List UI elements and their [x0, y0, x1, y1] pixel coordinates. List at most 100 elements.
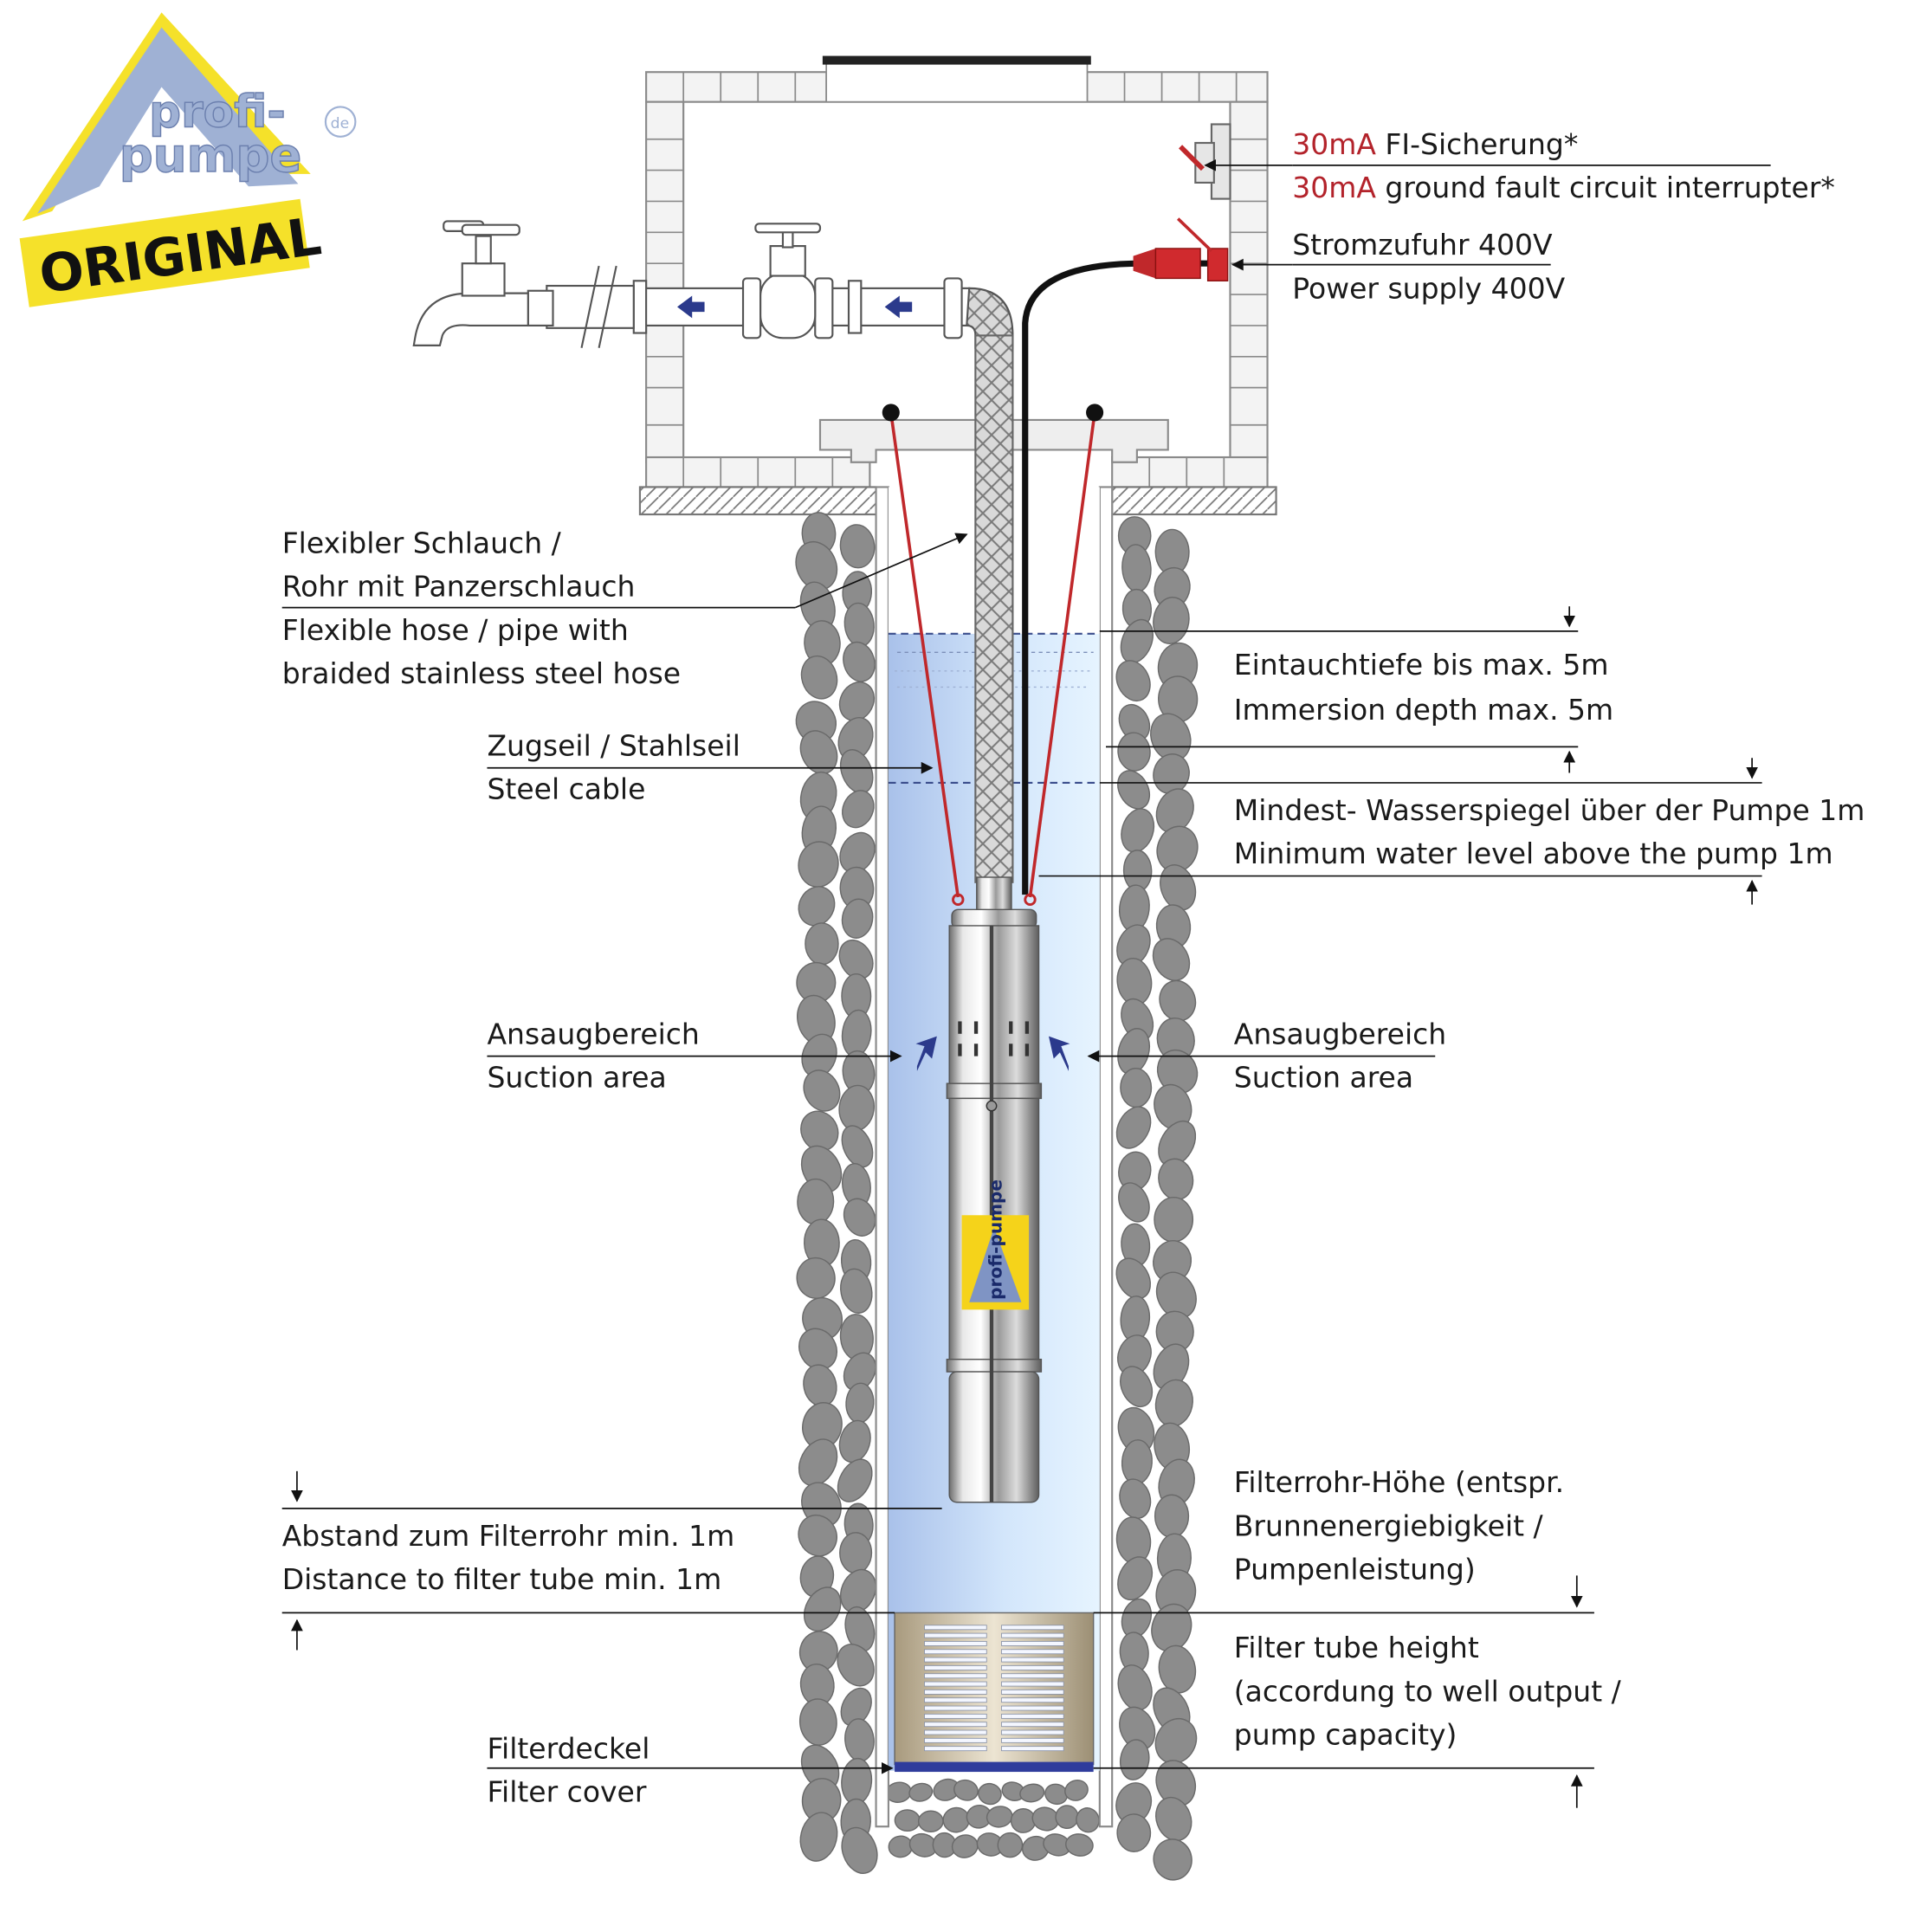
gravel-stone — [841, 1757, 873, 1806]
filter-slot — [1001, 1713, 1064, 1719]
tap-icon — [412, 220, 529, 346]
filter-slot — [1001, 1746, 1064, 1752]
gravel-stone — [1065, 1833, 1094, 1857]
logo-roof — [37, 27, 299, 214]
logo: profi- pumpe de ORIGINAL — [19, 12, 357, 307]
steel-cables — [882, 404, 1104, 906]
filter-slot — [924, 1737, 987, 1743]
filter-slot — [924, 1649, 987, 1655]
gravel-stone — [908, 1782, 934, 1802]
gravel-stone — [1156, 1050, 1199, 1095]
filter-slot — [924, 1713, 987, 1719]
minlevel-label-en: Minimum water level above the pump 1m — [1234, 837, 1833, 870]
filter-slot — [924, 1705, 987, 1711]
arrow-up-diagonal-icon — [1049, 1036, 1070, 1071]
gravel-stone — [1154, 1196, 1194, 1243]
filterheight-label-de-3: Pumpenleistung) — [1234, 1553, 1476, 1586]
gravel-stone — [798, 1328, 838, 1371]
filter-slot — [1001, 1722, 1064, 1728]
power-label-en: Power supply 400V — [1292, 271, 1565, 305]
gravel-stone — [841, 1125, 874, 1168]
gravel-left — [795, 512, 878, 1874]
filter-slot — [924, 1689, 987, 1695]
gravel-stone — [838, 939, 874, 980]
gravel-stone — [799, 1812, 838, 1862]
valve-icon — [754, 223, 822, 339]
gravel-stone — [1118, 1182, 1150, 1223]
gravel-stone — [1064, 1779, 1089, 1801]
gravel-stone — [1154, 1494, 1190, 1539]
logo-domain-badge — [324, 106, 357, 138]
fi-label-de: 30mA FI-Sicherung* — [1292, 127, 1578, 161]
logo-brand-line2: pumpe — [120, 127, 302, 183]
gravel-stone — [840, 1687, 872, 1727]
gravel-stone — [837, 1644, 875, 1687]
filter-slot — [924, 1640, 987, 1646]
filterheight-label-de-2: Brunnenergiebigkeit / — [1234, 1509, 1544, 1542]
gravel-stone — [841, 1826, 878, 1874]
distance-label-en: Distance to filter tube min. 1m — [282, 1562, 722, 1596]
gravel-stone — [1158, 1644, 1197, 1694]
filter-cover — [895, 1761, 1094, 1773]
logo-badge: ORIGINAL — [19, 198, 325, 307]
suction-left-label-en: Suction area — [487, 1060, 666, 1094]
gravel-stone — [1153, 753, 1190, 795]
immersion-label-de: Eintauchtiefe bis max. 5m — [1234, 648, 1609, 682]
braided-hose — [974, 334, 1014, 883]
distance-label-de: Abstand zum Filterrohr min. 1m — [282, 1519, 735, 1553]
gravel-stone — [803, 1364, 837, 1407]
annotations: 30mA FI-Sicherung* 30mA ground fault cir… — [282, 127, 1865, 1809]
gravel-stone — [1076, 1807, 1100, 1833]
gravel-stone — [1153, 597, 1190, 644]
gravel-stone — [841, 898, 874, 939]
cable-anchor-right — [1086, 404, 1104, 422]
gravel-stone — [1120, 1366, 1154, 1408]
gravel-stone — [1117, 1664, 1153, 1711]
gravel-stone — [838, 681, 876, 721]
gravel-stone — [798, 841, 839, 888]
gravel-stone — [997, 1832, 1024, 1858]
gravel-stone — [842, 790, 875, 829]
gravel-stone — [837, 1458, 873, 1502]
gravel-stone — [1120, 1067, 1153, 1108]
leader-lines — [281, 158, 1771, 1808]
filter-slot — [924, 1729, 987, 1735]
filter-slot — [1001, 1632, 1064, 1638]
gravel-stone — [894, 1809, 921, 1832]
gravel-stone — [839, 524, 876, 569]
hose-label-de-1: Flexibler Schlauch / — [282, 527, 562, 560]
filter-slot — [924, 1697, 987, 1703]
filter-slot — [1001, 1681, 1064, 1687]
gravel-stone — [803, 1586, 842, 1632]
filter-tube — [894, 1612, 1095, 1773]
gravel-stone — [942, 1806, 970, 1833]
gravel-stone — [978, 1782, 1002, 1806]
suction-left-label-de: Ansaugbereich — [487, 1017, 699, 1050]
gravel-stone — [951, 1834, 979, 1858]
gravel-stone — [1119, 1478, 1152, 1520]
filter-slot — [924, 1625, 987, 1631]
logo-domain-suffix: de — [331, 115, 350, 132]
gravel-stone — [986, 1806, 1013, 1828]
filter-slot — [1001, 1664, 1064, 1670]
gravel-stone — [1158, 1158, 1194, 1201]
filter-slot — [924, 1664, 987, 1670]
gravel-stone — [798, 886, 836, 927]
filter-slot — [924, 1681, 987, 1687]
filter-slot — [1001, 1649, 1064, 1655]
well-house — [638, 55, 1277, 516]
suction-right-label-de: Ansaugbereich — [1234, 1017, 1446, 1050]
gravel-stone — [840, 1268, 873, 1314]
gravel-stone — [839, 1532, 873, 1574]
filter-slot — [924, 1657, 987, 1663]
fi-label-en: 30mA ground fault circuit interrupter* — [1292, 171, 1835, 204]
filter-slot — [924, 1632, 987, 1638]
cee-plug-icon — [1133, 217, 1229, 281]
gravel-stone — [1152, 938, 1191, 981]
filter-slot — [1001, 1705, 1064, 1711]
filter-slot — [1001, 1673, 1064, 1679]
well-house-hatch-cover — [822, 55, 1091, 65]
logo-brand-line1: profi- — [149, 86, 286, 138]
filter-slot — [924, 1722, 987, 1728]
